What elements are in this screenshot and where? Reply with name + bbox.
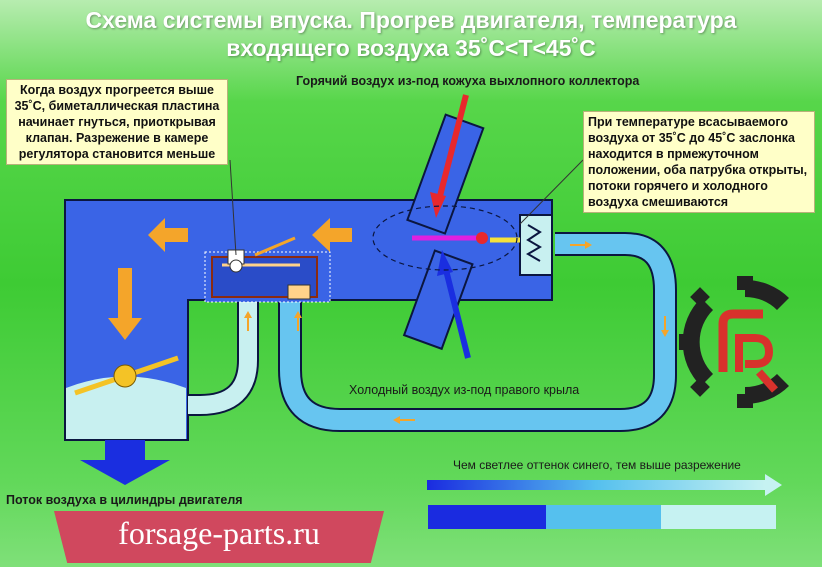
legend-gradient-arrow <box>427 474 782 496</box>
lower-chamber <box>66 376 186 439</box>
note-damper-position: При температуре всасываемого воздуха от … <box>583 111 815 213</box>
duct-flow-arrows <box>244 241 669 424</box>
label-hot-air: Горячий воздух из-под кожуха выхлопного … <box>296 74 640 88</box>
flow-arrow-down <box>108 268 142 340</box>
flow-arrow-left-2 <box>312 218 352 252</box>
page-title: Схема системы впуска. Прогрев двигателя,… <box>0 6 822 62</box>
label-cold-air: Холодный воздух из-под правого крыла <box>349 383 580 397</box>
legend-caption: Чем светлее оттенок синего, тем выше раз… <box>453 458 741 472</box>
vacuum-port <box>287 284 311 300</box>
label-airflow-out: Поток воздуха в цилиндры двигателя <box>6 493 243 507</box>
legend-color-bar <box>428 505 776 529</box>
title-line-1: Схема системы впуска. Прогрев двигателя,… <box>85 7 737 33</box>
footer-site-link[interactable]: forsage-parts.ru <box>118 515 320 551</box>
mixing-zone-highlight <box>372 205 518 271</box>
hot-air-arrow <box>430 94 469 218</box>
cold-air-arrow <box>437 250 471 359</box>
brand-logo-icon <box>679 276 789 408</box>
flow-arrow-left-1 <box>148 218 188 252</box>
note-bimetal-plate: Когда воздух прогреется выше 35˚C, бимет… <box>6 79 228 165</box>
throttle-pivot <box>113 364 137 388</box>
title-line-2: входящего воздуха 35˚C<T<45˚C <box>226 35 596 61</box>
air-filter-housing <box>64 199 553 441</box>
airflow-out-arrow <box>80 440 170 485</box>
footer-banner <box>54 511 384 563</box>
